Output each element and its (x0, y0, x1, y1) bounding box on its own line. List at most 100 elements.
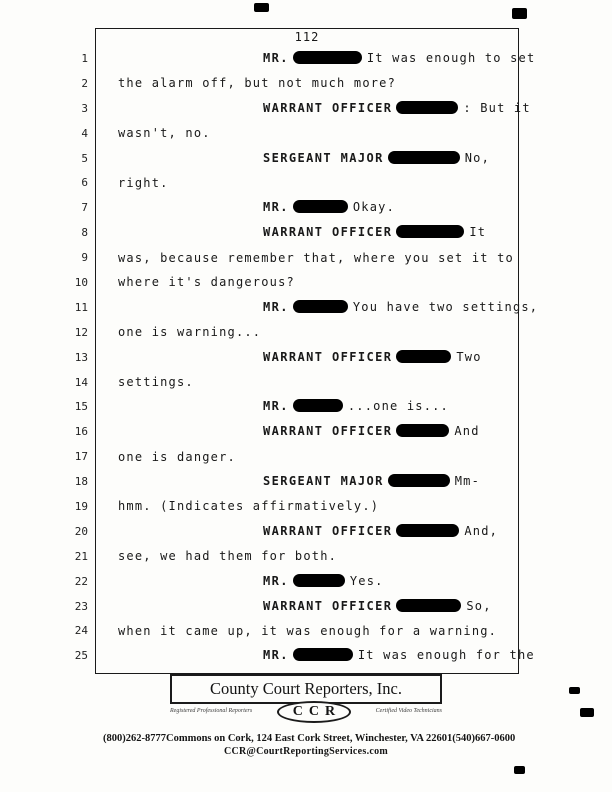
line-text: WARRANT OFFICER Two (88, 349, 482, 365)
spoken-text: It was enough to set (366, 50, 536, 65)
spoken-text: where it's dangerous? (118, 275, 295, 290)
line-number: 15 (74, 400, 88, 414)
redaction-bar (292, 399, 343, 413)
line-text: MR.Okay. (88, 200, 395, 215)
line-text: SERGEANT MAJOR Mm- (88, 474, 480, 489)
spoken-text: one is danger. (118, 449, 236, 464)
speaker-label: WARRANT OFFICER (263, 598, 393, 613)
spoken-text: see, we had them for both. (118, 549, 338, 564)
line-text: wasn't, no. (88, 126, 211, 140)
speaker-label: MR. (263, 573, 289, 588)
redaction-bar (387, 150, 460, 164)
spoken-text: hmm. (Indicates affirmatively.) (118, 499, 380, 514)
address: Commons on Cork, 124 East Cork Street, W… (166, 733, 453, 744)
spoken-text: You have two settings, (352, 299, 539, 314)
spoken-text: Mm- (454, 474, 481, 489)
spoken-text: ...one is... (347, 399, 449, 414)
line-text: WARRANT OFFICER It (88, 225, 486, 240)
transcript-line: 19 hmm. (Indicates affirmatively.) (0, 494, 540, 519)
line-number: 11 (74, 300, 88, 314)
line-number: 9 (81, 251, 88, 265)
spoken-text: So, (466, 598, 492, 613)
phone-right: (540)667-0600 (452, 733, 516, 744)
speaker-label: MR. (263, 648, 289, 663)
spoken-text: : But it (463, 100, 531, 115)
line-text: MR. You have two settings, (88, 299, 539, 315)
line-number: 2 (81, 76, 88, 90)
line-text: was, because remember that, where you se… (88, 251, 514, 265)
transcript-line: 12 one is warning... (0, 320, 540, 345)
line-text: MR. It was enough for the (88, 648, 535, 663)
spoken-text: wasn't, no. (118, 126, 211, 141)
transcript-line: 10 where it's dangerous? (0, 270, 540, 295)
line-number: 13 (74, 350, 88, 364)
contact-row: (800)262-8777 Commons on Cork, 124 East … (103, 733, 515, 744)
redaction-bar (396, 100, 459, 114)
transcript-line: 25 MR. It was enough for the (0, 643, 540, 668)
spoken-text: Okay. (352, 200, 395, 215)
speaker-label: WARRANT OFFICER (263, 225, 393, 240)
spoken-text: Two (456, 349, 482, 364)
line-text: hmm. (Indicates affirmatively.) (88, 499, 379, 513)
spoken-text: Yes. (349, 573, 384, 588)
line-text: the alarm off, but not much more? (88, 76, 396, 90)
speaker-label: MR. (263, 299, 289, 314)
company-name-box: County Court Reporters, Inc. (170, 674, 442, 704)
line-text: see, we had them for both. (88, 549, 337, 563)
line-number: 19 (74, 499, 88, 513)
redaction-bar (396, 349, 452, 363)
line-number: 20 (74, 524, 88, 538)
line-text: where it's dangerous? (88, 275, 295, 289)
line-number: 10 (74, 275, 88, 289)
spoken-text: It (469, 225, 487, 240)
line-number: 18 (74, 475, 88, 489)
spoken-text: settings. (118, 375, 194, 390)
scan-artifact (512, 8, 527, 19)
spoken-text: right. (118, 175, 169, 190)
spoken-text: It was enough for the (357, 648, 535, 663)
line-text: MR. Yes. (88, 573, 384, 589)
spoken-text: And, (464, 523, 499, 538)
line-number: 16 (74, 425, 88, 439)
line-number: 23 (74, 599, 88, 613)
line-text: settings. (88, 375, 194, 389)
speaker-label: WARRANT OFFICER (263, 349, 393, 364)
reporter-footer: County Court Reporters, Inc. Registered … (0, 674, 612, 757)
line-text: WARRANT OFFICER So, (88, 598, 492, 614)
speaker-label: WARRANT OFFICER (263, 424, 393, 439)
redaction-bar (292, 648, 353, 662)
company-name: County Court Reporters, Inc. (209, 679, 402, 698)
line-number: 24 (74, 624, 88, 638)
speaker-label: WARRANT OFFICER (263, 100, 393, 115)
line-number: 1 (81, 51, 88, 65)
transcript-line: 2 the alarm off, but not much more? (0, 71, 540, 96)
spoken-text: was, because remember that, where you se… (118, 250, 514, 265)
line-number: 6 (81, 176, 88, 190)
line-number: 7 (81, 201, 88, 215)
speaker-label: SERGEANT MAJOR (263, 474, 384, 489)
left-tagline: Registered Professional Reporters (170, 708, 253, 714)
right-tagline: Certified Video Technicians (375, 708, 442, 714)
line-text: one is danger. (88, 450, 236, 464)
speaker-label: MR. (263, 50, 289, 65)
transcript-line: 1 MR. It was enough to set (0, 46, 540, 71)
scan-artifact (580, 708, 594, 717)
spoken-text: one is warning... (118, 325, 262, 340)
line-number: 12 (74, 325, 88, 339)
spoken-text: the alarm off, but not much more? (118, 76, 397, 91)
line-number: 25 (74, 649, 88, 663)
line-number: 5 (81, 151, 88, 165)
